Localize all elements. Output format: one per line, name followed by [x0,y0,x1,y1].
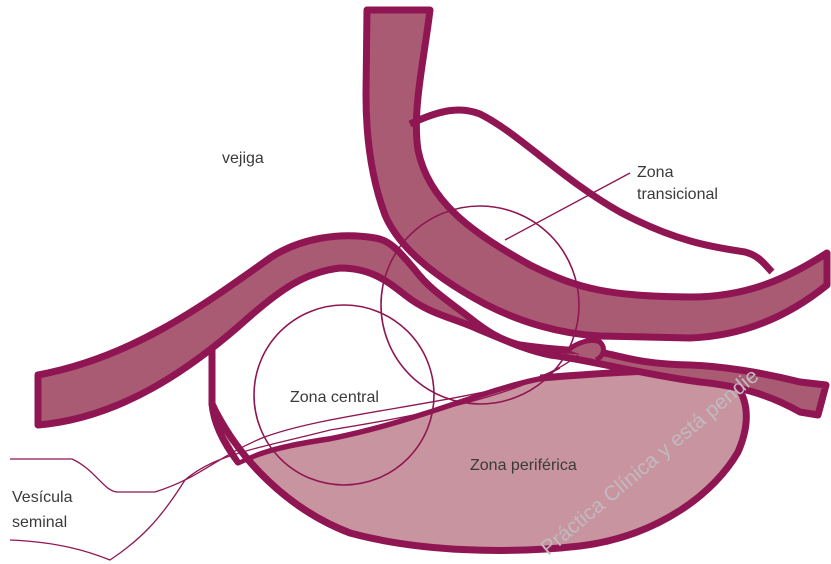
central-zone-label: Zona central [290,389,379,406]
transition-zone-label-line1: Zona [637,164,674,181]
bladder-label: vejiga [222,150,264,167]
transition-zone-label-line2: transicional [637,186,718,203]
seminal-vesicle-label-line1: Vesícula [12,489,73,506]
seminal-vesicle-label-line2: seminal [12,514,67,531]
peripheral-zone-label: Zona periférica [470,457,577,474]
